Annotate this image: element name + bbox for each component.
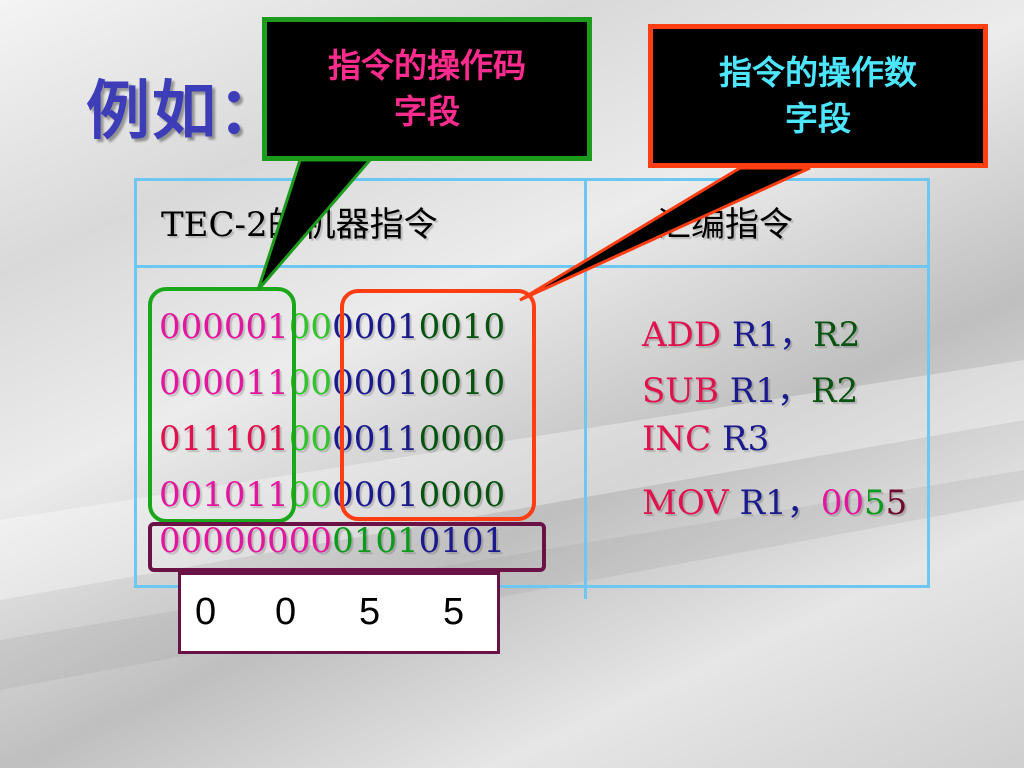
- code-segment: R3: [711, 419, 770, 459]
- code-segment: 5: [863, 483, 886, 523]
- opcode-callout-text: 指令的操作码 字段: [328, 46, 526, 131]
- opcode-callout: 指令的操作码 字段: [262, 17, 592, 161]
- instruction-table: TEC-2的机器指令 汇编指令 000001000001001000001100…: [134, 178, 930, 599]
- code-segment: ADD: [642, 315, 722, 355]
- operand-highlight: [340, 289, 536, 521]
- assembly-row: ADD R1，R2: [642, 307, 860, 356]
- page-title: 例如：: [86, 75, 284, 149]
- machine-code-row: 0111010000110000: [159, 419, 505, 459]
- code-segment: ，: [786, 483, 821, 523]
- assembly-row: MOV R1，0055: [642, 475, 907, 524]
- immediate-value-highlight: [148, 522, 546, 572]
- code-segment: 00: [288, 419, 333, 459]
- operand-callout-text: 指令的操作数 字段: [719, 53, 917, 138]
- code-segment: 0010: [418, 307, 506, 347]
- code-segment: 000011: [159, 363, 289, 403]
- code-segment: 000001: [159, 307, 289, 347]
- hex-digit: 5: [359, 591, 381, 633]
- code-segment: R2: [813, 315, 861, 355]
- code-segment: SUB: [642, 371, 719, 411]
- code-segment: 0001: [332, 363, 419, 403]
- code-segment: R1: [728, 483, 787, 523]
- machine-code-row: 0000000001010101: [159, 521, 505, 561]
- code-segment: 0000: [418, 475, 506, 515]
- code-segment: 0001: [332, 307, 419, 347]
- code-segment: R1: [721, 315, 780, 355]
- hex-digit: 0: [195, 591, 217, 633]
- assembly-row: SUB R1，R2: [642, 363, 858, 412]
- code-segment: ，: [779, 315, 814, 355]
- code-segment: 0101: [418, 521, 506, 561]
- opcode-highlight: [148, 287, 296, 523]
- code-segment: 001011: [159, 475, 289, 515]
- machine-code-row: 0000010000010010: [159, 307, 505, 347]
- header-divider: [137, 265, 927, 268]
- code-segment: 00: [288, 475, 333, 515]
- code-segment: 5: [885, 483, 908, 523]
- hex-digit: 5: [443, 591, 465, 633]
- code-segment: ，: [776, 371, 811, 411]
- code-segment: R1: [718, 371, 777, 411]
- code-segment: 00: [288, 363, 333, 403]
- hex-value-box: 0 0 5 5: [178, 572, 500, 654]
- operand-callout-pointer: [519, 166, 811, 302]
- column-divider: [584, 181, 587, 599]
- code-segment: 00: [820, 483, 864, 523]
- operand-callout: 指令的操作数 字段: [648, 24, 988, 168]
- code-segment: 011101: [159, 419, 289, 459]
- code-segment: INC: [642, 419, 712, 459]
- code-segment: 0010: [418, 363, 506, 403]
- code-segment: 0011: [332, 419, 419, 459]
- hex-digit: 0: [275, 591, 297, 633]
- code-segment: 00000000: [159, 521, 333, 561]
- opcode-callout-pointer: [256, 158, 374, 291]
- code-segment: MOV: [642, 483, 729, 523]
- code-segment: 0000: [418, 419, 506, 459]
- code-segment: R2: [810, 371, 859, 411]
- code-segment: 00: [288, 307, 333, 347]
- code-segment: 0101: [332, 521, 419, 561]
- assembly-row: INC R3: [642, 419, 769, 459]
- machine-code-row: 0010110000010000: [159, 475, 505, 515]
- machine-code-row: 0000110000010010: [159, 363, 505, 403]
